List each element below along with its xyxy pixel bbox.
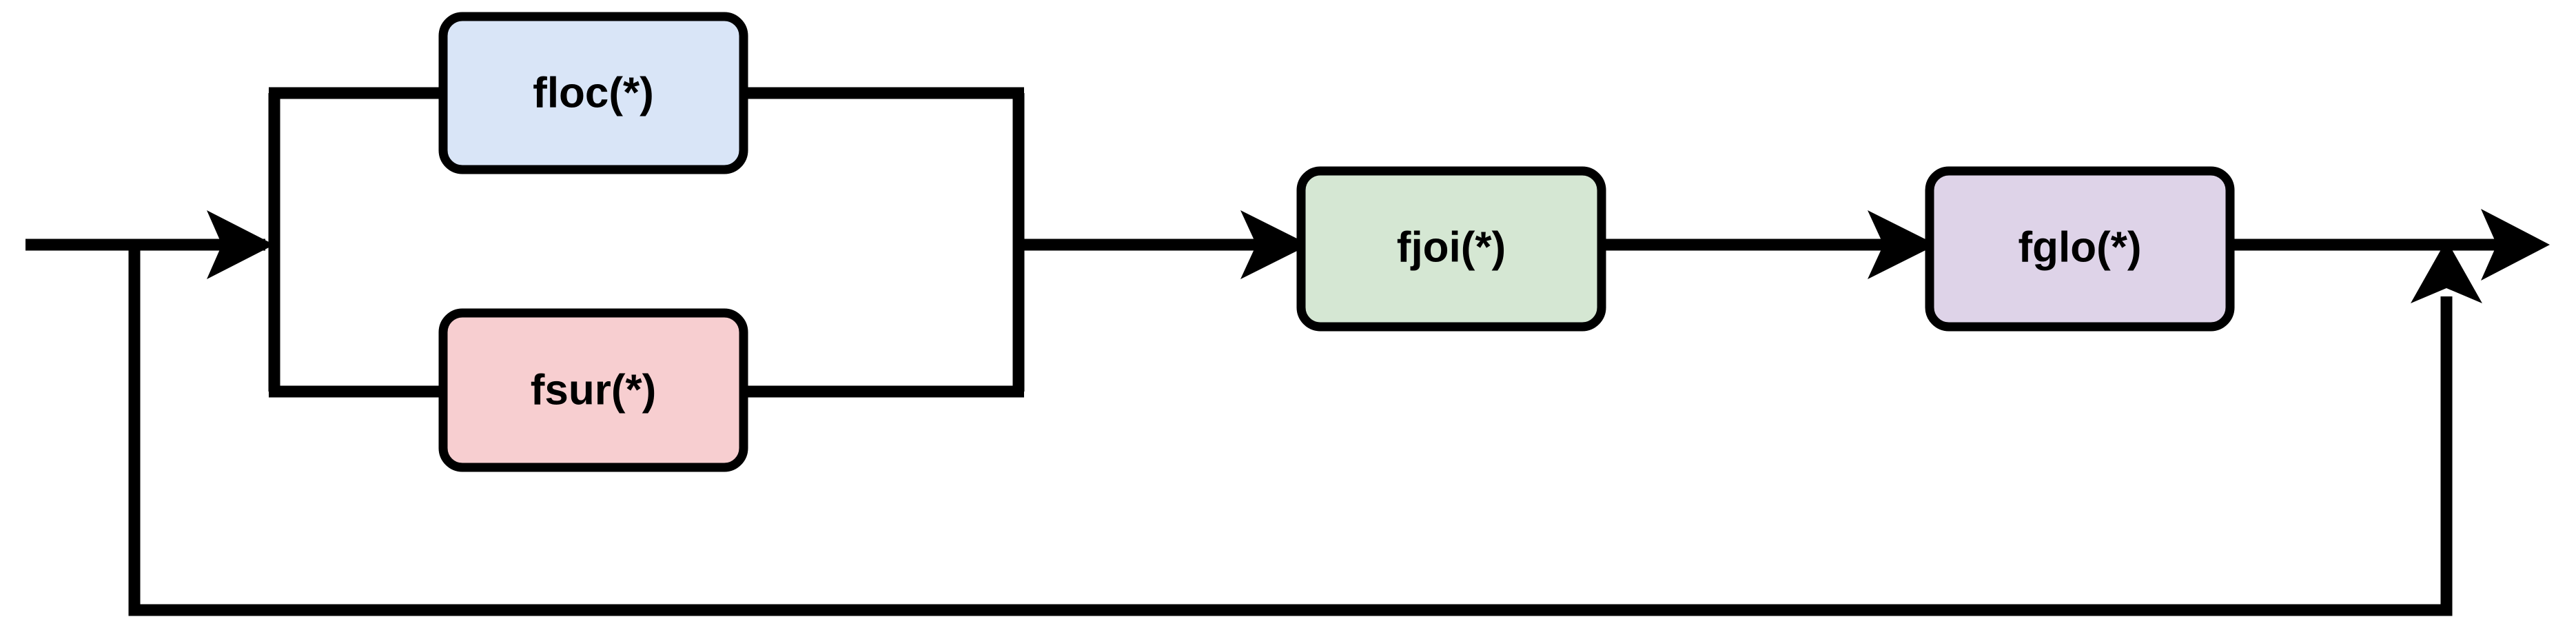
arrowhead-output [2481,209,2550,281]
node-fsur-label: fsur(*) [531,366,657,414]
node-fjoi-label: fjoi(*) [1397,223,1506,271]
feedback-wire [128,245,2453,616]
node-floc-box[interactable] [438,12,748,174]
connection-merge-branches [739,87,1025,398]
connection-input-to-split [25,210,274,279]
node-fsur[interactable]: fsur(*) [438,308,748,472]
node-fglo[interactable]: fglo(*) [1925,166,2235,332]
node-fsur-box[interactable] [438,308,748,472]
node-floc[interactable]: floc(*) [438,12,748,174]
connection-merge-to-fjoi [1019,210,1309,279]
node-fjoi-box[interactable] [1296,166,1606,332]
arrowhead-into-fglo [1868,210,1936,279]
node-fjoi[interactable]: fjoi(*) [1296,166,1606,332]
connection-fglo-to-output [2230,209,2550,281]
node-fglo-box[interactable] [1925,166,2235,332]
connection-feedback-loop [128,240,2482,616]
arrowhead-into-fjoi [1240,210,1309,279]
connection-fjoi-to-fglo [1602,210,1936,279]
node-floc-label: floc(*) [533,69,654,117]
arrowhead-into-split [207,210,274,279]
arrowhead-feedback-into-output [2411,240,2482,303]
connection-split-branches [268,87,448,398]
node-fglo-label: fglo(*) [2018,223,2141,271]
